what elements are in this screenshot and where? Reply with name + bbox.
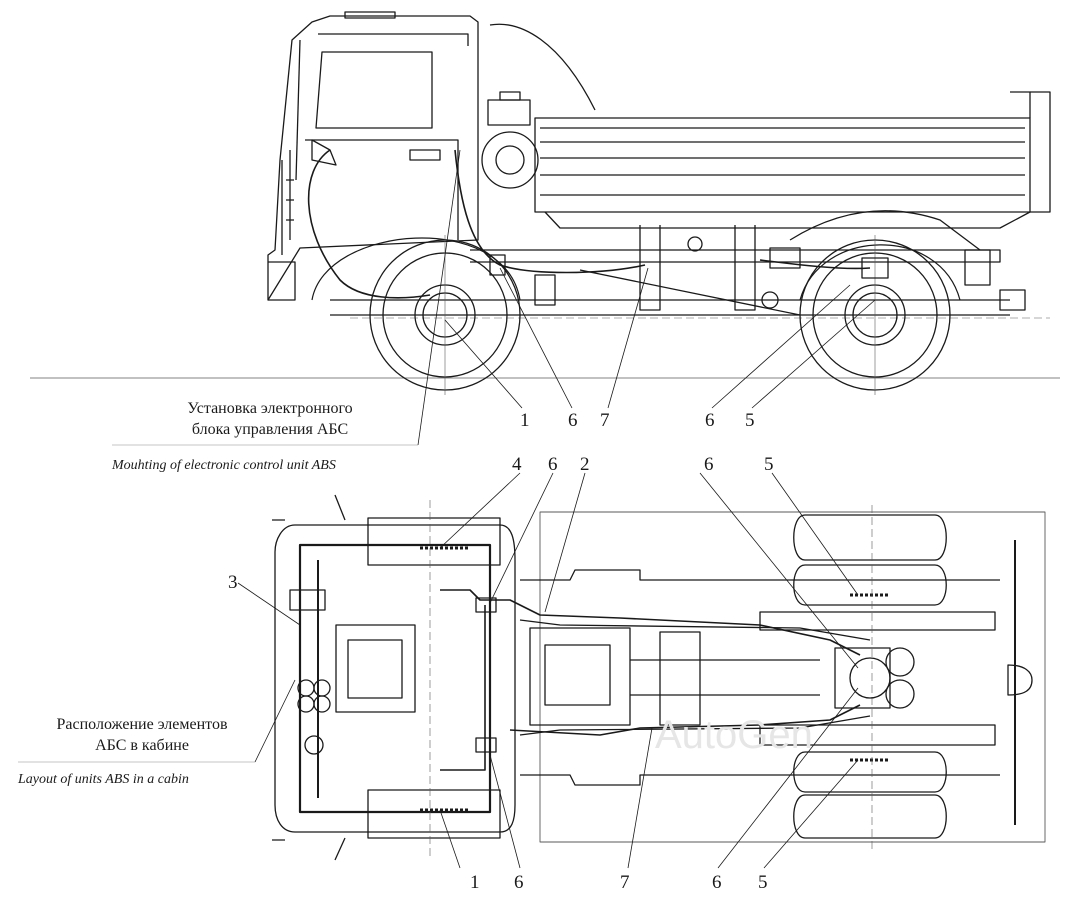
frame-side (330, 210, 1026, 316)
rear-axle-top (759, 505, 1033, 850)
top-caption-ru: Расположение элементов АБС в кабине (22, 714, 262, 756)
dump-body (534, 91, 1051, 229)
abs-cable-side (307, 149, 871, 299)
side-caption-ru-line2: блока управления АБС (191, 421, 349, 438)
body-top (539, 511, 1046, 843)
callout-top-5: 5 (764, 454, 774, 475)
top-leaders (18, 472, 859, 869)
top-caption-en: Layout of units ABS in a cabin (18, 772, 189, 787)
side-leaders (112, 149, 876, 446)
top-caption-ru-line2: АБС в кабине (95, 737, 189, 754)
air-intake (481, 23, 596, 189)
callout-top-6b: 6 (704, 454, 714, 475)
front-tires-top (367, 500, 501, 860)
callout-top-2: 2 (580, 454, 590, 475)
callout-side-6b: 6 (705, 410, 715, 431)
callout-numbers: 1 6 7 6 5 4 6 2 3 6 5 1 6 7 6 5 (228, 410, 774, 893)
callout-side-6a: 6 (568, 410, 578, 431)
callout-top-6a: 6 (548, 454, 558, 475)
callout-top-4: 4 (512, 454, 522, 475)
callout-side-5: 5 (745, 410, 755, 431)
side-view-truck (30, 11, 1060, 446)
callout-side-7: 7 (600, 410, 610, 431)
rear-wheel-side (799, 235, 961, 395)
callout-bottom-5: 5 (758, 872, 768, 893)
abs-cable-top (299, 555, 861, 805)
callout-top-3: 3 (228, 572, 238, 593)
top-caption-ru-line1: Расположение элементов (56, 716, 228, 733)
cab-top (272, 494, 516, 861)
callout-bottom-6b: 6 (712, 872, 722, 893)
side-caption-ru: Установка электронного блока управления … (150, 398, 390, 440)
watermark-text: AutoGen (655, 713, 813, 757)
side-caption-ru-line1: Установка электронного (187, 400, 353, 417)
top-view-truck: AutoGen (18, 472, 1046, 869)
callout-bottom-1: 1 (470, 872, 480, 893)
frame-top (519, 569, 1000, 786)
side-caption-en: Mouhting of electronic control unit ABS (112, 458, 336, 473)
callout-side-1: 1 (520, 410, 530, 431)
callout-bottom-7: 7 (620, 872, 630, 893)
callout-bottom-6a: 6 (514, 872, 524, 893)
cab-side (267, 11, 479, 301)
